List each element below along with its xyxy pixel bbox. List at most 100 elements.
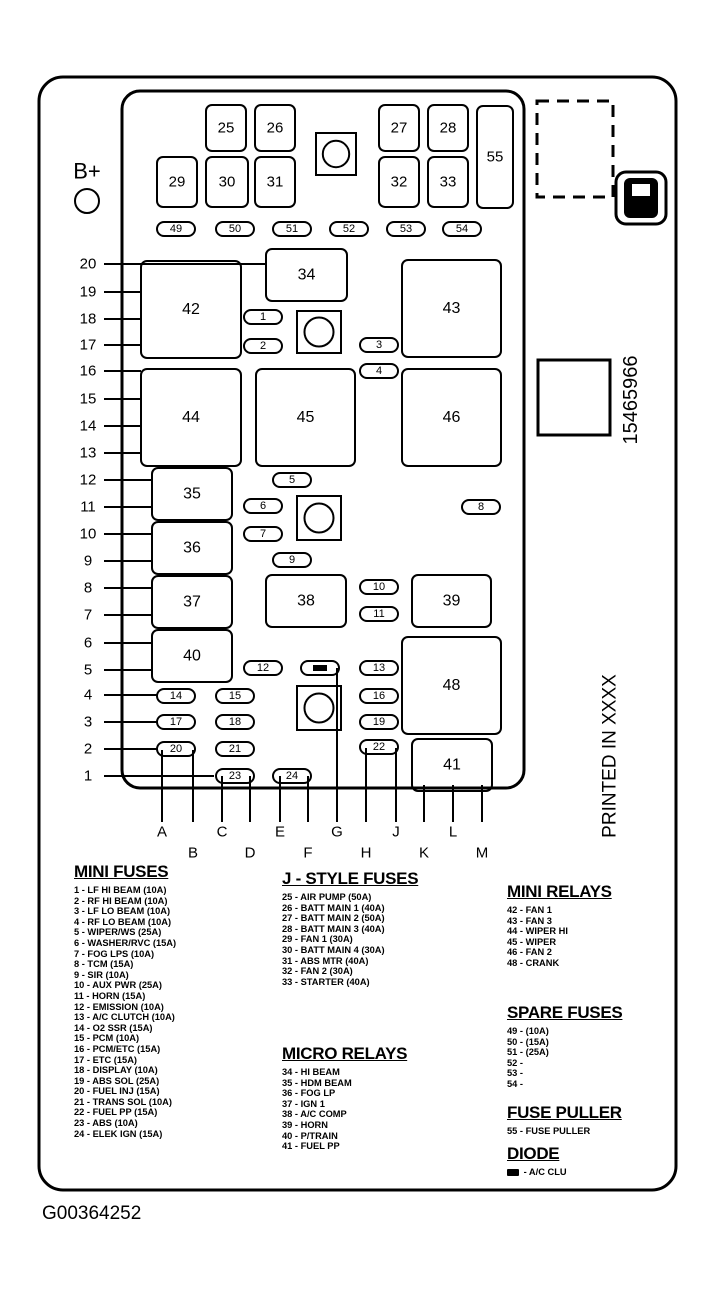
left-callout-number: 12 (80, 472, 97, 489)
micro-relay-label: 38 (297, 593, 315, 610)
legend-item: 8 - TCM (15A) (74, 959, 134, 970)
mini-fuse-label: 15 (229, 690, 241, 702)
j-fuse-55 (476, 105, 514, 209)
legend-item: 22 - FUEL PP (15A) (74, 1107, 158, 1118)
legend-item: 15 - PCM (10A) (74, 1033, 140, 1044)
mounting-stud-frame (296, 495, 342, 541)
micro-relay-39 (411, 574, 492, 628)
left-callout-number: 17 (80, 337, 97, 354)
j-fuse-27 (378, 104, 420, 152)
mini-relay-label: 43 (443, 300, 461, 317)
b-plus-label: B+ (73, 159, 101, 184)
legend-item: 27 - BATT MAIN 2 (50A) (282, 913, 385, 924)
mounting-stud-bolt-icon (321, 139, 351, 169)
mini-fuse-5 (272, 472, 312, 488)
mini-fuse-label: 52 (343, 223, 355, 235)
legend-item: 25 - AIR PUMP (50A) (282, 892, 372, 902)
j-fuse-31 (254, 156, 296, 208)
mounting-stud-bolt-icon (303, 502, 335, 534)
legend-diode: DIODE - A/C CLU (507, 1144, 567, 1178)
mini-relay-43 (401, 259, 502, 358)
bottom-callout-letter: C (217, 824, 228, 841)
mini-fuse-24 (272, 768, 312, 784)
legend-item: 48 - CRANK (507, 957, 560, 968)
legend-title: MICRO RELAYS (282, 1044, 408, 1063)
legend-item: 42 - FAN 1 (507, 905, 552, 915)
j-fuse-26 (254, 104, 296, 152)
legend-item: 34 - HI BEAM (282, 1067, 340, 1077)
mini-fuse-12 (243, 660, 283, 676)
legend-item: 29 - FAN 1 (30A) (282, 934, 353, 945)
micro-relay-37 (151, 575, 233, 629)
mini-relay-label: 44 (182, 409, 200, 426)
micro-relay-label: 36 (183, 540, 201, 557)
mini-relay-42 (140, 260, 242, 359)
legend-item: 17 - ETC (15A) (74, 1054, 138, 1065)
connector-body (614, 170, 668, 226)
legend-item: 14 - O2 SSR (15A) (74, 1022, 153, 1033)
legend-item: 1 - LF HI BEAM (10A) (74, 885, 167, 895)
connector-slot (632, 184, 650, 196)
legend-item: 12 - EMISSION (10A) (74, 1001, 164, 1012)
legend-item: 26 - BATT MAIN 1 (40A) (282, 902, 385, 913)
legend-item: 33 - STARTER (40A) (282, 976, 370, 987)
mini-fuse-label: 8 (478, 501, 484, 513)
legend-item: 2 - RF HI BEAM (10A) (74, 895, 168, 906)
legend-item: 20 - FUEL INJ (15A) (74, 1086, 160, 1097)
mini-fuse-19 (359, 714, 399, 730)
mini-fuse-label: 53 (400, 223, 412, 235)
mini-fuse-label: 49 (170, 223, 182, 235)
mini-fuse-label: 13 (373, 662, 385, 674)
legend-item: 11 - HORN (15A) (74, 990, 146, 1001)
mini-fuse-label: 7 (260, 528, 266, 540)
legend-item: 6 - WASHER/RVC (15A) (74, 937, 177, 948)
mini-fuse-label: 14 (170, 690, 182, 702)
mini-fuse-49 (156, 221, 196, 237)
j-fuse-label: 31 (267, 174, 284, 191)
legend-item: 37 - IGN 1 (282, 1098, 325, 1109)
legend-item: 31 - ABS MTR (40A) (282, 955, 369, 966)
j-fuse-label: 32 (391, 174, 408, 191)
outer-card-outline (37, 75, 678, 1192)
legend-item: 23 - ABS (10A) (74, 1118, 138, 1129)
bottom-callout-letter: K (419, 845, 429, 862)
legend-item: 43 - FAN 3 (507, 915, 552, 926)
legend-item: 9 - SIR (10A) (74, 969, 129, 980)
bottom-callout-letter: J (392, 824, 400, 841)
mini-fuse-label: 54 (456, 223, 468, 235)
mini-fuse-4 (359, 363, 399, 379)
left-callout-number: 13 (80, 445, 97, 462)
mini-fuse-50 (215, 221, 255, 237)
left-callout-number: 9 (84, 553, 92, 570)
dashed-connector-outline (535, 99, 615, 199)
mini-fuse-label: 22 (373, 741, 385, 753)
mini-relay-label: 46 (443, 409, 461, 426)
j-fuse-25 (205, 104, 247, 152)
mini-fuse-2 (243, 338, 283, 354)
mini-relay-label: 42 (182, 301, 200, 318)
micro-relay-label: 37 (183, 594, 201, 611)
micro-relay-label: 40 (183, 648, 201, 665)
left-callout-number: 2 (84, 741, 92, 758)
mini-fuse-52 (329, 221, 369, 237)
mini-fuse-9 (272, 552, 312, 568)
label-area-box (536, 358, 612, 437)
mini-fuse-23 (215, 768, 255, 784)
left-callout-number: 5 (84, 662, 92, 679)
mini-fuse-label: 51 (286, 223, 298, 235)
mini-fuse-label: 17 (170, 716, 182, 728)
legend-item: 49 - (10A) (507, 1026, 549, 1036)
left-callout-number: 11 (80, 499, 96, 516)
legend-title: FUSE PULLER (507, 1103, 622, 1122)
bottom-callout-letter: D (245, 845, 256, 862)
j-fuse-label: 28 (440, 120, 457, 137)
figure-id: G00364252 (42, 1203, 142, 1224)
legend-item: 19 - ABS SOL (25A) (74, 1075, 160, 1086)
mini-relay-label: 48 (443, 677, 461, 694)
j-fuse-label: 55 (487, 149, 504, 166)
mini-fuse-label: 21 (229, 743, 241, 755)
mini-fuse-label: 2 (260, 340, 266, 352)
legend-mini-fuses: MINI FUSES 1 - LF HI BEAM (10A)2 - RF HI… (74, 862, 176, 1139)
mini-fuse-6 (243, 498, 283, 514)
